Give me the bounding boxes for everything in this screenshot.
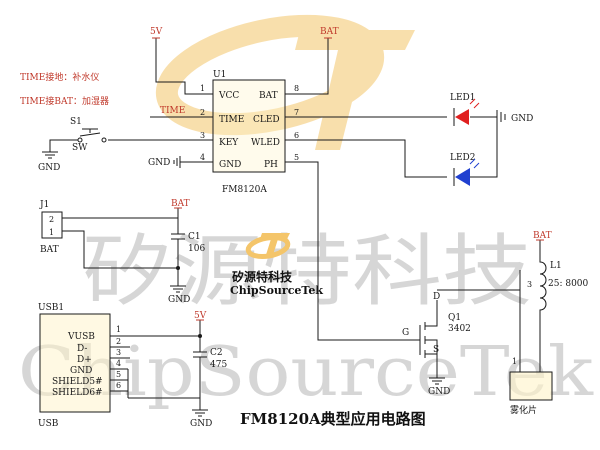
usb-pin-dplus: D+ [77,355,92,365]
j1-ref: J1 [39,200,49,210]
q1-part: 3402 [448,324,471,334]
ic-pin-time: TIME [219,115,244,125]
ic-pin-num-6: 6 [294,131,299,140]
ic-pin-bat: BAT [259,91,278,101]
ic-pin-key: KEY [219,138,239,148]
j1-label: BAT [40,245,59,255]
usb-pin-num-5: 5 [116,370,121,379]
l1-ref: L1 [550,261,562,271]
center-logo-mark [245,233,291,260]
net-gnd-switch: GND [38,163,60,173]
switch-s1: S1 SW GND [38,117,107,173]
q1-drain: D [433,292,440,302]
usb-pin-shield6: SHIELD6# [52,388,103,398]
net-bat-l1: BAT [533,231,552,241]
j2-label: 雾化片 [510,404,537,416]
inductor-l1: L1 25: 8000 3 [527,250,589,362]
usb-pin-num-2: 2 [116,337,121,346]
j2-pin: 1 [512,357,517,366]
net-5v-top: 5V [150,27,163,37]
q1-source: S [433,345,439,355]
page-title: FM8120A典型应用电路图 [240,410,426,428]
watermark-logo [155,14,415,150]
net-bat-top: BAT [320,27,339,37]
net-bat-j1: BAT [171,199,190,209]
j1-pin-1: 1 [49,228,54,237]
note-time-bat: TIME接BAT：加湿器 [20,95,109,107]
atomizer-j2: 1 雾化片 [509,357,553,416]
ic-pin-ph: PH [264,160,278,170]
ic-pin-num-3: 3 [200,131,205,140]
usb-label: USB [38,419,59,429]
ic-pin-wled: WLED [251,138,280,148]
ic-pin-cled: CLED [253,115,280,125]
note-time-gnd: TIME接地：补水仪 [20,71,99,83]
net-gnd-usb: GND [190,419,212,429]
l1-pin: 3 [527,280,532,289]
ic-pin-num-8: 8 [294,84,299,93]
center-logo-en: ChipSourceTek [230,284,323,297]
led2-ref: LED2 [450,153,476,163]
c1-value: 106 [188,244,205,254]
c2-value: 475 [210,360,227,370]
mosfet-q1: Q1 3402 G D S [402,292,471,372]
j1-pin-2: 2 [49,215,54,224]
usb-pin-num-1: 1 [116,325,121,334]
usb-pin-shield5: SHIELD5# [52,377,103,387]
usb-connector: USB1 VUSB D- D+ GND SHIELD5# SHIELD6# US… [38,303,121,429]
usb-ref: USB1 [38,303,64,313]
ic-pin-gnd: GND [219,160,241,170]
ic-pin-num-4: 4 [200,153,205,162]
led2: LED2 [450,117,498,186]
usb-pin-vusb: VUSB [67,332,95,342]
switch-label: SW [72,143,88,153]
led1: LED1 [450,93,497,126]
connector-j1: J1 2 1 BAT [39,200,63,255]
watermark-cn: 矽源特科技 [82,227,532,317]
usb-pin-gnd: GND [70,366,92,376]
usb-pin-dminus: D- [77,344,87,354]
ic-ref: U1 [213,70,226,80]
watermark-en: ChipSourceTek [18,333,594,412]
c1-ref: C1 [188,232,201,242]
net-time: TIME [160,106,185,116]
net-gnd-ic: GND [148,158,170,168]
net-gnd-c1: GND [168,295,190,305]
usb-pin-num-4: 4 [116,359,121,368]
led1-ref: LED1 [450,93,476,103]
net-gnd-q1: GND [428,387,450,397]
usb-pin-num-3: 3 [116,348,121,357]
net-5v-usb: 5V [194,311,207,321]
switch-ref: S1 [70,117,82,127]
l1-value: 25: 8000 [548,279,589,289]
net-gnd-led: GND [511,114,533,124]
usb-pin-num-6: 6 [116,381,121,390]
ic-pin-num-2: 2 [200,108,205,117]
q1-ref: Q1 [448,313,461,323]
ic-part: FM8120A [222,185,267,195]
ic-pin-num-1: 1 [200,84,205,93]
ic-pin-num-7: 7 [294,108,299,117]
ic-pin-vcc: VCC [218,91,239,101]
q1-gate: G [402,328,409,338]
ic-pin-num-5: 5 [294,153,299,162]
ic-u1: U1 FM8120A VCC TIME KEY GND BAT CLED WLE… [200,70,299,195]
c2-ref: C2 [210,348,223,358]
center-logo-cn: 矽源特科技 [232,269,293,284]
